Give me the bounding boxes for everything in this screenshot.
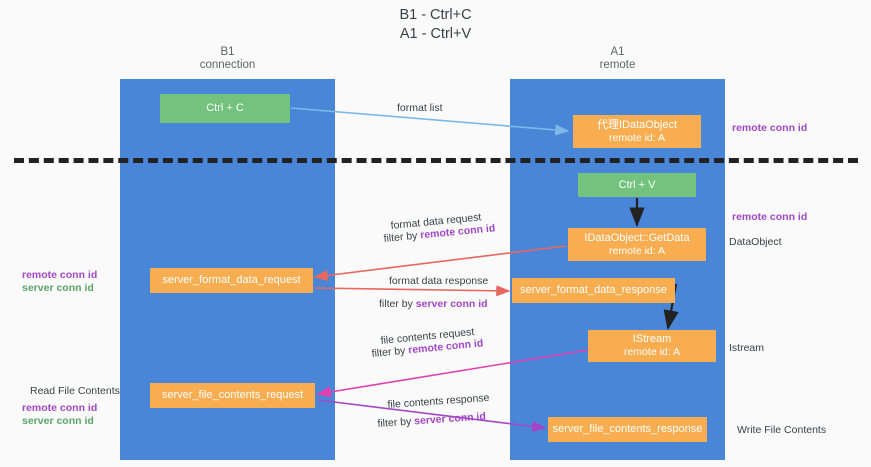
box-server-format-data-request-label: server_format_data_request <box>162 274 301 286</box>
flow-label-format-data-response-filter: filter by server conn id <box>379 297 488 311</box>
box-server-format-data-response[interactable]: server_format_data_response <box>512 278 675 303</box>
box-idataobject-getdata-title: IDataObject::GetData <box>584 231 690 244</box>
column-header-b1: B1 connection <box>120 46 335 72</box>
column-header-a1-role: remote <box>599 59 636 71</box>
box-server-format-data-request[interactable]: server_format_data_request <box>150 268 313 293</box>
box-idataobject-getdata-remote-id: remote id: A <box>608 244 666 257</box>
filter-key-server-conn-id: server conn id <box>413 410 487 428</box>
flow-label-format-list: format list <box>397 102 443 114</box>
annotation-left-server-conn-id-2: server conn id <box>22 415 94 427</box>
column-header-a1: A1 remote <box>510 46 725 72</box>
box-proxy-idataobject[interactable]: 代理IDataObject remote id: A <box>573 115 701 148</box>
filter-prefix: filter by <box>377 415 415 430</box>
flow-label-file-contents-response: file contents response <box>387 391 490 411</box>
diagram-title-line2: A1 - Ctrl+V <box>399 26 472 42</box>
column-header-b1-name: B1 <box>220 46 235 58</box>
annotation-left-conn-ids-2: remote conn id server conn id <box>22 402 97 428</box>
annotation-left-remote-conn-id: remote conn id <box>22 269 98 281</box>
phase-divider <box>14 158 858 163</box>
box-istream[interactable]: IStream remote id: A <box>588 330 716 362</box>
diagram-title: B1 - Ctrl+C A1 - Ctrl+V <box>0 6 871 44</box>
column-header-a1-name: A1 <box>610 46 625 58</box>
box-server-file-contents-request-label: server_file_contents_request <box>161 389 304 401</box>
filter-prefix: filter by <box>379 298 416 310</box>
box-idataobject-getdata[interactable]: IDataObject::GetData remote id: A <box>568 228 706 261</box>
annotation-right-remote-conn-id-top: remote conn id <box>732 122 808 134</box>
box-ctrl-c[interactable]: Ctrl + C <box>160 94 290 123</box>
box-proxy-idataobject-title: 代理IDataObject <box>596 118 678 131</box>
annotation-right-remote-conn-id-mid-wrap: remote conn id <box>732 211 807 224</box>
box-proxy-idataobject-remote-id: remote id: A <box>608 131 666 144</box>
annotation-left-conn-ids: remote conn id server conn id <box>22 269 97 295</box>
annotation-left-remote-conn-id-2: remote conn id <box>22 402 98 414</box>
box-server-format-data-response-label: server_format_data_response <box>520 284 667 296</box>
box-server-file-contents-request[interactable]: server_file_contents_request <box>150 383 315 408</box>
diagram-title-line1: B1 - Ctrl+C <box>399 7 472 23</box>
box-ctrl-v[interactable]: Ctrl + V <box>578 173 696 197</box>
flow-label-format-data-response: format data response <box>389 275 489 287</box>
box-istream-remote-id: remote id: A <box>623 346 681 358</box>
box-ctrl-c-label: Ctrl + C <box>206 102 244 114</box>
annotation-right-remote-conn-id-mid: remote conn id <box>732 211 808 223</box>
annotation-left-server-conn-id: server conn id <box>22 282 94 294</box>
annotation-right-dataobject: DataObject <box>729 236 782 248</box>
annotation-right-write-file-contents: Write File Contents <box>737 424 827 436</box>
box-istream-title: IStream <box>632 333 672 345</box>
filter-prefix: filter by <box>371 344 409 360</box>
column-header-b1-role: connection <box>199 59 256 71</box>
annotation-left-read-file-contents: Read File Contents <box>30 385 120 397</box>
flow-label-file-contents-response-filter: filter by server conn id <box>377 409 486 431</box>
filter-prefix: filter by <box>383 229 421 245</box>
box-server-file-contents-response-label: server_file_contents_response <box>552 423 703 435</box>
annotation-right-istream: Istream <box>729 342 765 354</box>
box-server-file-contents-response[interactable]: server_file_contents_response <box>548 417 707 442</box>
filter-key-server-conn-id: server conn id <box>415 298 488 310</box>
box-ctrl-v-label: Ctrl + V <box>618 178 656 191</box>
